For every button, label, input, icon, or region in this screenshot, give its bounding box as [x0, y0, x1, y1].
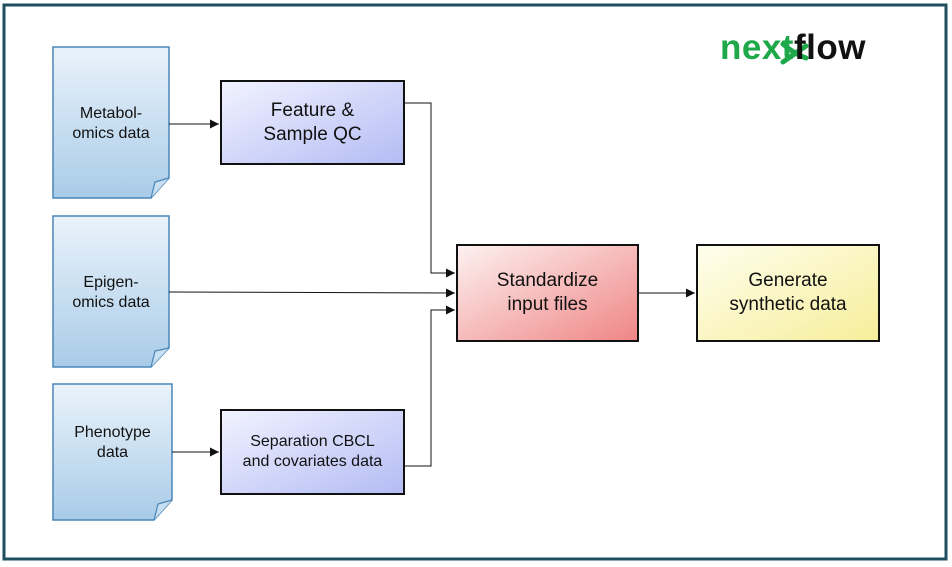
- standardize-box: [456, 244, 639, 342]
- nextflow-logo: nextflow: [720, 30, 866, 65]
- separation-box: [220, 409, 405, 495]
- feature-qc-label: Feature & Sample QC: [263, 99, 362, 145]
- feature-qc-box: [220, 80, 405, 165]
- arrow-qc-to-standardize: [404, 102, 455, 278]
- generate-box: [696, 244, 880, 342]
- epigenomics-label: Epigen- omics data: [72, 274, 150, 311]
- arrow-epigenomics-to-standardize: [168, 288, 456, 298]
- epigenomics-document-fold: [150, 347, 170, 368]
- phenotype-label: Phenotype data: [74, 424, 151, 461]
- separation-label: Separation CBCL and covariates data: [242, 433, 383, 470]
- standardize-label: Standardize input files: [496, 270, 599, 315]
- nextflow-logo-prefix: next: [720, 28, 794, 67]
- nextflow-logo-suffix: flow: [793, 28, 866, 67]
- nextflow-logo-x-mark: [780, 41, 809, 65]
- arrow-separation-to-standardize: [404, 305, 455, 467]
- generate-label: Generate synthetic data: [729, 270, 847, 315]
- metabolomics-document-fold: [150, 177, 170, 199]
- phenotype-document-fold: [153, 499, 173, 521]
- metabolomics-label: Metabol- omics data: [72, 105, 150, 142]
